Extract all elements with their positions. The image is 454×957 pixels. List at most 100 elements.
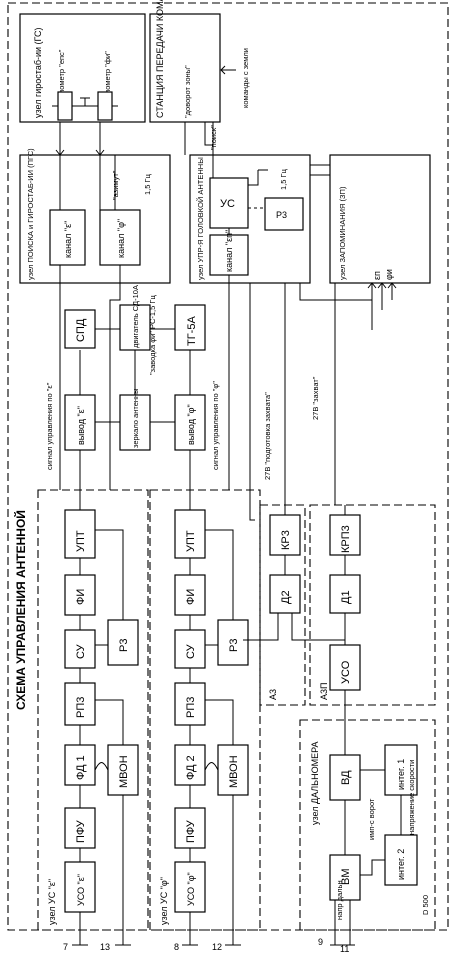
vd-label: ВД	[340, 770, 352, 785]
node-us-eps-box	[37, 489, 149, 931]
pot-phi-label: потенциометр "фи"	[103, 51, 112, 118]
su-phi-label: СУ	[185, 643, 197, 659]
motor-box	[119, 304, 151, 351]
chan-phi-label: канал "φ"	[116, 219, 126, 258]
d2-box	[269, 574, 301, 614]
az-node-box	[259, 504, 306, 706]
fd1-label: ФД 1	[75, 755, 87, 780]
krz-label: КР3	[280, 530, 292, 550]
azp-node-label: А3П	[319, 683, 329, 700]
fd2-label: ФД 2	[185, 755, 197, 780]
diagram-title: СХЕМА УПРАВЛЕНИЯ АНТЕННОЙ	[13, 510, 28, 710]
chan-phi-box	[99, 209, 141, 266]
tg-label: ТГ-5А	[186, 316, 198, 346]
az-node-label: А3	[268, 689, 278, 700]
rpz-phi-label: РП3	[185, 697, 197, 718]
hz-label-a: 1,5 Гц	[143, 173, 152, 195]
rpz-eps-label: РП3	[75, 697, 87, 718]
fd2-box	[174, 744, 206, 786]
pfu-eps-label: ПФУ	[75, 819, 87, 843]
station-label: СТАНЦИЯ ПЕРЕДАЧИ КОМАНД	[155, 0, 165, 118]
krpz-label: КРП3	[340, 525, 352, 553]
uso-phi-label: УСО "φ"	[186, 872, 196, 906]
su-eps-label: СУ	[75, 643, 87, 659]
node-us-eps-label: узел УС "ε"	[47, 879, 57, 925]
zone-turn-label: "доворот зоны"	[183, 65, 192, 118]
chan-eps-box	[49, 209, 86, 266]
mvon-phi-label: МВОН	[228, 755, 240, 788]
gyro-node-label: узел гиростаб-ии (ГС)	[33, 27, 43, 118]
mvon-eps-label: МВОН	[118, 755, 130, 788]
term-7: 7	[63, 942, 68, 952]
su-eps-box	[64, 629, 96, 669]
command-station-box	[149, 13, 221, 123]
upt-phi-label: УПТ	[185, 530, 197, 552]
int1-label: интег. 1	[396, 759, 406, 790]
us-box	[209, 177, 249, 229]
sig-eps-label: сигнал управления по "ε"	[45, 382, 54, 470]
term-12: 12	[212, 942, 222, 952]
node-us-phi-label: узел УС "φ"	[159, 877, 169, 925]
chan-eps-p-label: канал "εп"	[224, 230, 234, 272]
r3-phi-label: Р3	[228, 639, 240, 652]
memory-node-box	[329, 154, 431, 284]
int2-label: интег. 2	[396, 849, 406, 880]
term-9: 9	[318, 937, 323, 947]
tg-box	[174, 304, 206, 351]
eps-p-label: εп	[372, 271, 382, 280]
pot-phi-resistor	[97, 91, 113, 121]
r3-top-label: Р3	[276, 210, 287, 220]
memory-node-label: узел ЗАПОМИНАНИЯ (ЗП)	[338, 186, 347, 280]
pot-eps-resistor	[57, 91, 73, 121]
term-11: 11	[340, 944, 349, 954]
term-8: 8	[174, 942, 179, 952]
spd-label: СПД	[75, 318, 87, 342]
upt-phi-box	[174, 509, 206, 559]
d500-label: D 500	[421, 895, 430, 915]
hz-label-b: 1,5 Гц	[279, 168, 288, 190]
pgs-node-box	[19, 154, 171, 284]
uso-eps-label: УСО "ε"	[76, 874, 86, 906]
uso-label: УСО	[340, 660, 352, 684]
phi-p-label: φи	[384, 269, 394, 280]
zavod-label: "заводка φи" РС-1,5 Гц	[148, 295, 157, 375]
nap-dist-label: напр дальн	[335, 880, 344, 920]
sig-phi-label: сигнал управления по "φ"	[211, 381, 220, 470]
r3-top-box	[264, 197, 304, 231]
fi-eps-label: ФИ	[75, 589, 87, 605]
d2-label: Д2	[280, 590, 292, 604]
r3-phi-box	[217, 619, 249, 666]
pfu-phi-label: ПФУ	[185, 819, 197, 843]
imp-vorot-label: имп-с ворот	[367, 798, 376, 840]
vm-box	[329, 854, 361, 901]
pot-eps-label: потенциометр "епс"	[57, 49, 66, 118]
out-phi-label: вывод "φ"	[186, 404, 196, 445]
pgs-node-label: узел ПОИСКА и ГИРОСТАБ-ИИ (ПГС)	[26, 148, 35, 280]
fi-eps-box	[64, 574, 96, 616]
rpz-phi-box	[174, 682, 206, 726]
prep-capture-label: 27В "подготовка захвата"	[263, 392, 272, 480]
fi-phi-label: ФИ	[185, 589, 197, 605]
azp-node-box	[309, 504, 436, 706]
out-eps-label: вывод "ε"	[76, 406, 86, 445]
upt-eps-label: УПТ	[75, 530, 87, 552]
r3-eps-label: Р3	[118, 639, 130, 652]
vm-label: ВМ	[340, 869, 352, 886]
nap-speed-label: напряжение скорости	[407, 760, 416, 835]
head-node-label: узел УПР-Я ГОЛОВКОЙ АНТЕННЫ	[196, 157, 205, 280]
range-node-box	[299, 719, 436, 931]
us-label: УС	[220, 198, 235, 210]
term-13: 13	[100, 942, 110, 952]
upt-eps-box	[64, 509, 96, 559]
chan-eps-label: канал "ε"	[63, 221, 73, 258]
krpz-box	[329, 514, 361, 556]
node-us-phi-box	[149, 489, 261, 931]
gyro-node-box	[19, 13, 146, 123]
mirror-label: зеркало антенны	[131, 388, 140, 448]
ground-commands-label: команды с земли	[241, 48, 250, 108]
d1-label: Д1	[340, 590, 352, 604]
range-node-label: узел ДАЛЬНОМЕРА	[310, 742, 320, 826]
chan-eps-p-box	[209, 234, 249, 276]
motor-label: двигатель СД-10А	[131, 285, 140, 348]
